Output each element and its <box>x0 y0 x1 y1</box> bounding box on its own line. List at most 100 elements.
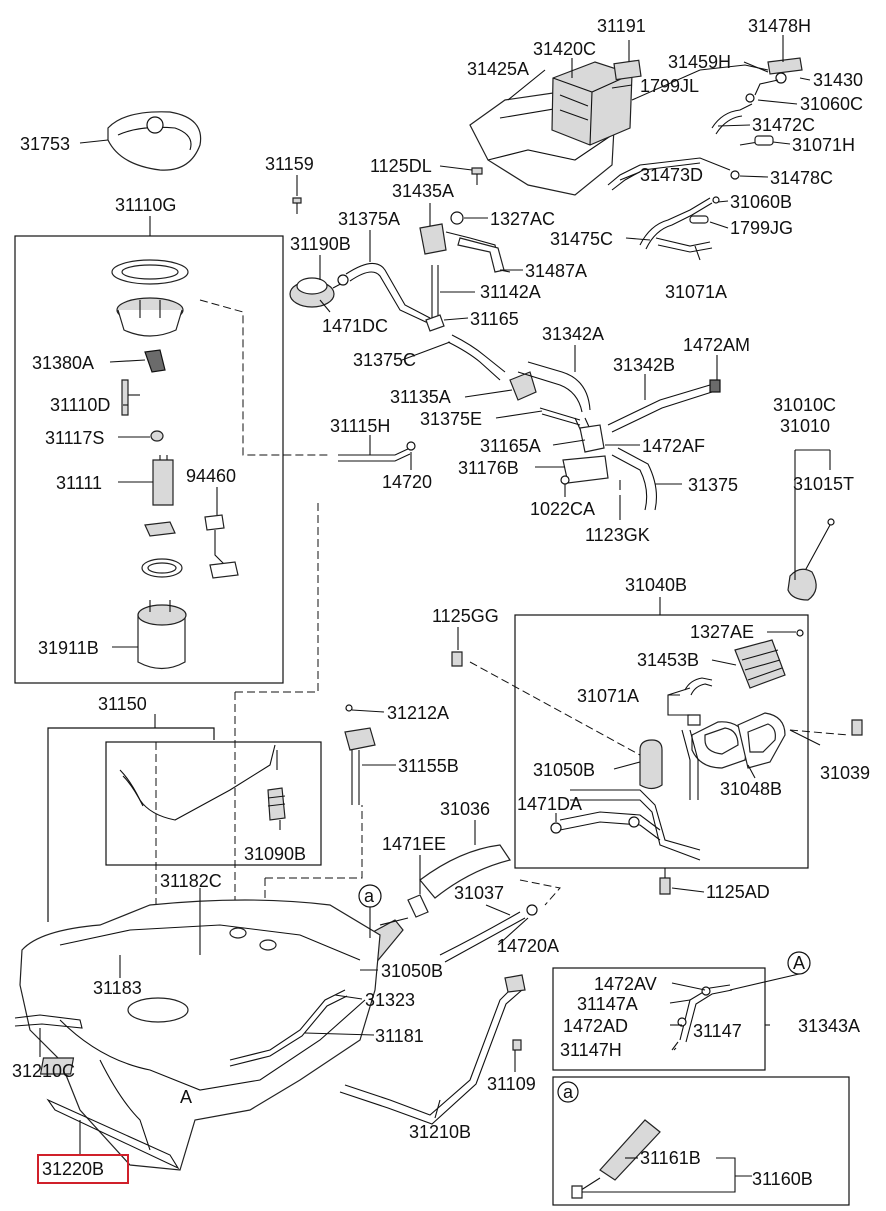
label-94460: 94460 <box>186 466 236 486</box>
label-14720A: 14720A <box>497 936 559 956</box>
label-31010C: 31010C <box>773 395 836 415</box>
label-14720: 14720 <box>382 472 432 492</box>
label-31181: 31181 <box>375 1026 424 1046</box>
label-31071A-mid: 31071A <box>577 686 639 706</box>
label-1799JG: 1799JG <box>730 218 793 238</box>
fuel-pump-module-box <box>14 235 330 684</box>
label-31475C: 31475C <box>550 229 613 249</box>
label-1327AE: 1327AE <box>690 622 754 642</box>
label-31453B: 31453B <box>637 650 699 670</box>
label-31110D: 31110D <box>50 395 110 415</box>
label-1022CA: 1022CA <box>530 499 595 519</box>
label-31115H: 31115H <box>330 416 390 436</box>
label-31220B: 31220B <box>42 1159 104 1179</box>
label-31435A: 31435A <box>392 181 454 201</box>
label-31150: 31150 <box>98 694 147 714</box>
filler-pipe-box-31160B <box>552 1076 850 1206</box>
label-31037: 31037 <box>454 883 504 903</box>
label-31183: 31183 <box>93 978 142 998</box>
label-31425A: 31425A <box>467 59 529 79</box>
label-31040B: 31040B <box>625 575 687 595</box>
label-31182C: 31182C <box>160 871 222 891</box>
label-31142A: 31142A <box>480 282 541 302</box>
label-31210B: 31210B <box>409 1122 471 1142</box>
label-31190B: 31190B <box>290 234 351 254</box>
label-31109: 31109 <box>487 1074 536 1094</box>
label-31212A: 31212A <box>387 703 449 723</box>
label-31165A: 31165A <box>480 436 541 456</box>
callout-A-box: A <box>793 953 805 973</box>
callout-a-box: a <box>563 1082 574 1102</box>
label-31473D: 31473D <box>640 165 703 185</box>
label-31111: 31111 <box>56 473 102 493</box>
vent-hose-box-31343A <box>552 967 766 1071</box>
label-31430: 31430 <box>813 70 863 90</box>
label-31036: 31036 <box>440 799 490 819</box>
label-31176B: 31176B <box>458 458 519 478</box>
part-number-labels: 31191 31478H 31420C 31459H 31425A 1799JL… <box>12 16 870 1189</box>
label-31342A: 31342A <box>542 324 604 344</box>
filler-neck-box <box>514 614 809 869</box>
label-31060B: 31060B <box>730 192 792 212</box>
label-31323: 31323 <box>365 990 415 1010</box>
label-31478C: 31478C <box>770 168 833 188</box>
label-31015T: 31015T <box>793 474 854 494</box>
sender-box-31150 <box>105 741 322 866</box>
bolt-1125AD <box>659 868 671 895</box>
label-31487A: 31487A <box>525 261 587 281</box>
label-1125AD: 1125AD <box>706 882 770 902</box>
label-31110G: 31110G <box>115 195 176 215</box>
label-31050B-low: 31050B <box>381 961 443 981</box>
label-1123GK: 1123GK <box>585 525 650 545</box>
label-31060C: 31060C <box>800 94 863 114</box>
label-31459H: 31459H <box>668 52 731 72</box>
level-sensor-31155B <box>344 704 376 805</box>
label-31050B-mid: 31050B <box>533 760 595 780</box>
label-31911B: 31911B <box>38 638 99 658</box>
label-31071H: 31071H <box>792 135 855 155</box>
label-1472AM: 1472AM <box>683 335 750 355</box>
label-31048B: 31048B <box>720 779 782 799</box>
label-31147: 31147 <box>693 1021 742 1041</box>
label-31161B: 31161B <box>640 1148 701 1168</box>
highlight-box-31220B <box>37 1154 129 1184</box>
bolts-top <box>292 167 483 214</box>
fuel-tank-assembly <box>14 500 526 1171</box>
label-31342B: 31342B <box>613 355 675 375</box>
label-31380A: 31380A <box>32 353 94 373</box>
label-31010: 31010 <box>780 416 830 436</box>
label-31090B: 31090B <box>244 844 306 864</box>
fuel-pump-cover-31753 <box>107 111 202 171</box>
label-31165: 31165 <box>470 309 519 329</box>
label-31147A: 31147A <box>577 994 638 1014</box>
label-1327AC: 1327AC <box>490 209 555 229</box>
leader-lines <box>39 35 831 1193</box>
vapor-hoses <box>345 196 720 332</box>
label-31375: 31375 <box>688 475 738 495</box>
label-31753: 31753 <box>20 134 70 154</box>
label-31478H: 31478H <box>748 16 811 36</box>
label-31375A: 31375A <box>338 209 400 229</box>
callout-letters: a A A a <box>180 886 805 1107</box>
callout-a-upper: a <box>364 886 375 906</box>
rollover-valve-31190B <box>289 274 349 308</box>
label-1472AV: 1472AV <box>594 974 657 994</box>
callout-A-tank: A <box>180 1087 192 1107</box>
label-31375E: 31375E <box>420 409 482 429</box>
label-1471EE: 1471EE <box>382 834 446 854</box>
bolt-31039 <box>789 719 863 736</box>
label-31191: 31191 <box>597 16 646 36</box>
label-31159: 31159 <box>265 154 314 174</box>
label-31472C: 31472C <box>752 115 815 135</box>
label-31210C: 31210C <box>12 1061 75 1081</box>
label-31117S: 31117S <box>45 428 104 448</box>
label-1799JL: 1799JL <box>640 76 699 96</box>
label-31343A: 31343A <box>798 1016 860 1036</box>
label-1472AD: 1472AD <box>563 1016 628 1036</box>
label-1125DL: 1125DL <box>370 156 432 176</box>
label-31155B: 31155B <box>398 756 459 776</box>
label-31375C: 31375C <box>353 350 416 370</box>
label-1472AF: 1472AF <box>642 436 705 456</box>
label-31160B: 31160B <box>752 1169 813 1189</box>
